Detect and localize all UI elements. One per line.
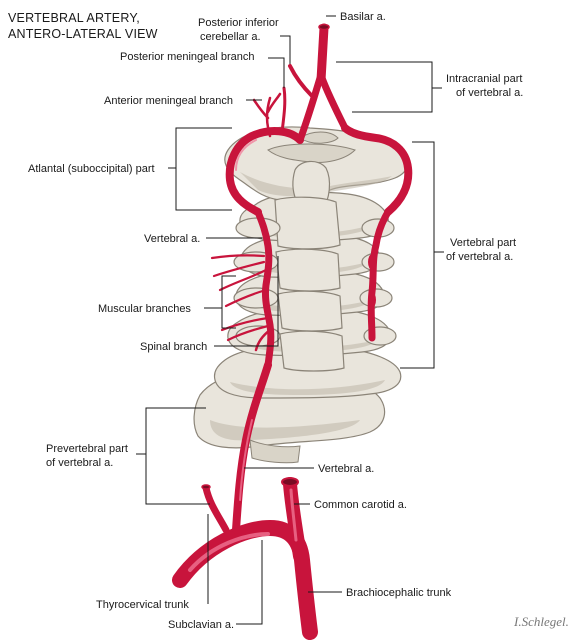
figure-title: VERTEBRAL ARTERY, ANTERO-LATERAL VIEW — [8, 11, 158, 41]
label-brachiocephalic: Brachiocephalic trunk — [346, 587, 452, 599]
posterior-meningeal-branch — [280, 86, 287, 134]
label-atlantal: Atlantal (suboccipital) part — [28, 163, 155, 175]
label-basilar: Basilar a. — [340, 11, 386, 23]
vertebral-artery-intracranial-right — [318, 74, 349, 132]
cervical-spine — [193, 126, 409, 464]
label-thyrocervical: Thyrocervical trunk — [96, 599, 189, 611]
label-vertebral-part-line-2: of vertebral a. — [446, 251, 513, 263]
spinal-branch — [254, 328, 272, 352]
muscular-branches — [210, 254, 270, 342]
leader-lines — [136, 15, 444, 625]
label-posterior-meningeal: Posterior meningeal branch — [120, 51, 255, 63]
label-prevertebral-line-1: Prevertebral part — [46, 443, 128, 455]
label-intracranial-line-1: Intracranial part — [446, 73, 522, 85]
label-pica-line-1: Posterior inferior — [198, 17, 279, 29]
label-intracranial-line-2: of vertebral a. — [456, 87, 523, 99]
label-vertebral-upper: Vertebral a. — [144, 233, 200, 245]
arterial-tree — [172, 23, 413, 640]
basilar-artery — [316, 23, 329, 85]
labels: Basilar a. Posterior inferior cerebellar… — [28, 11, 523, 631]
label-prevertebral-line-2: of vertebral a. — [46, 457, 113, 469]
label-vertebral-part-line-1: Vertebral part — [450, 237, 516, 249]
title-line-2: ANTERO-LATERAL VIEW — [8, 27, 158, 41]
label-muscular: Muscular branches — [98, 303, 191, 315]
label-subclavian: Subclavian a. — [168, 619, 234, 631]
title-line-1: VERTEBRAL ARTERY, — [8, 11, 140, 25]
vertebral-artery-vertebral-part-left — [254, 208, 275, 369]
subclavian-artery — [172, 520, 318, 640]
label-spinal: Spinal branch — [140, 341, 207, 353]
vertebral-artery-atlantal-right — [341, 124, 413, 216]
label-anterior-meningeal: Anterior meningeal branch — [104, 95, 233, 107]
artist-signature: I.Schlegel. — [513, 614, 569, 629]
label-vertebral-lower: Vertebral a. — [318, 463, 374, 475]
thyrocervical-trunk — [202, 484, 230, 534]
vertebral-artery-atlantal-left — [225, 127, 304, 216]
vertebral-artery-prevertebral — [232, 361, 272, 534]
label-common-carotid: Common carotid a. — [314, 499, 407, 511]
pica-branch — [288, 64, 314, 98]
label-pica-line-2: cerebellar a. — [200, 31, 261, 43]
